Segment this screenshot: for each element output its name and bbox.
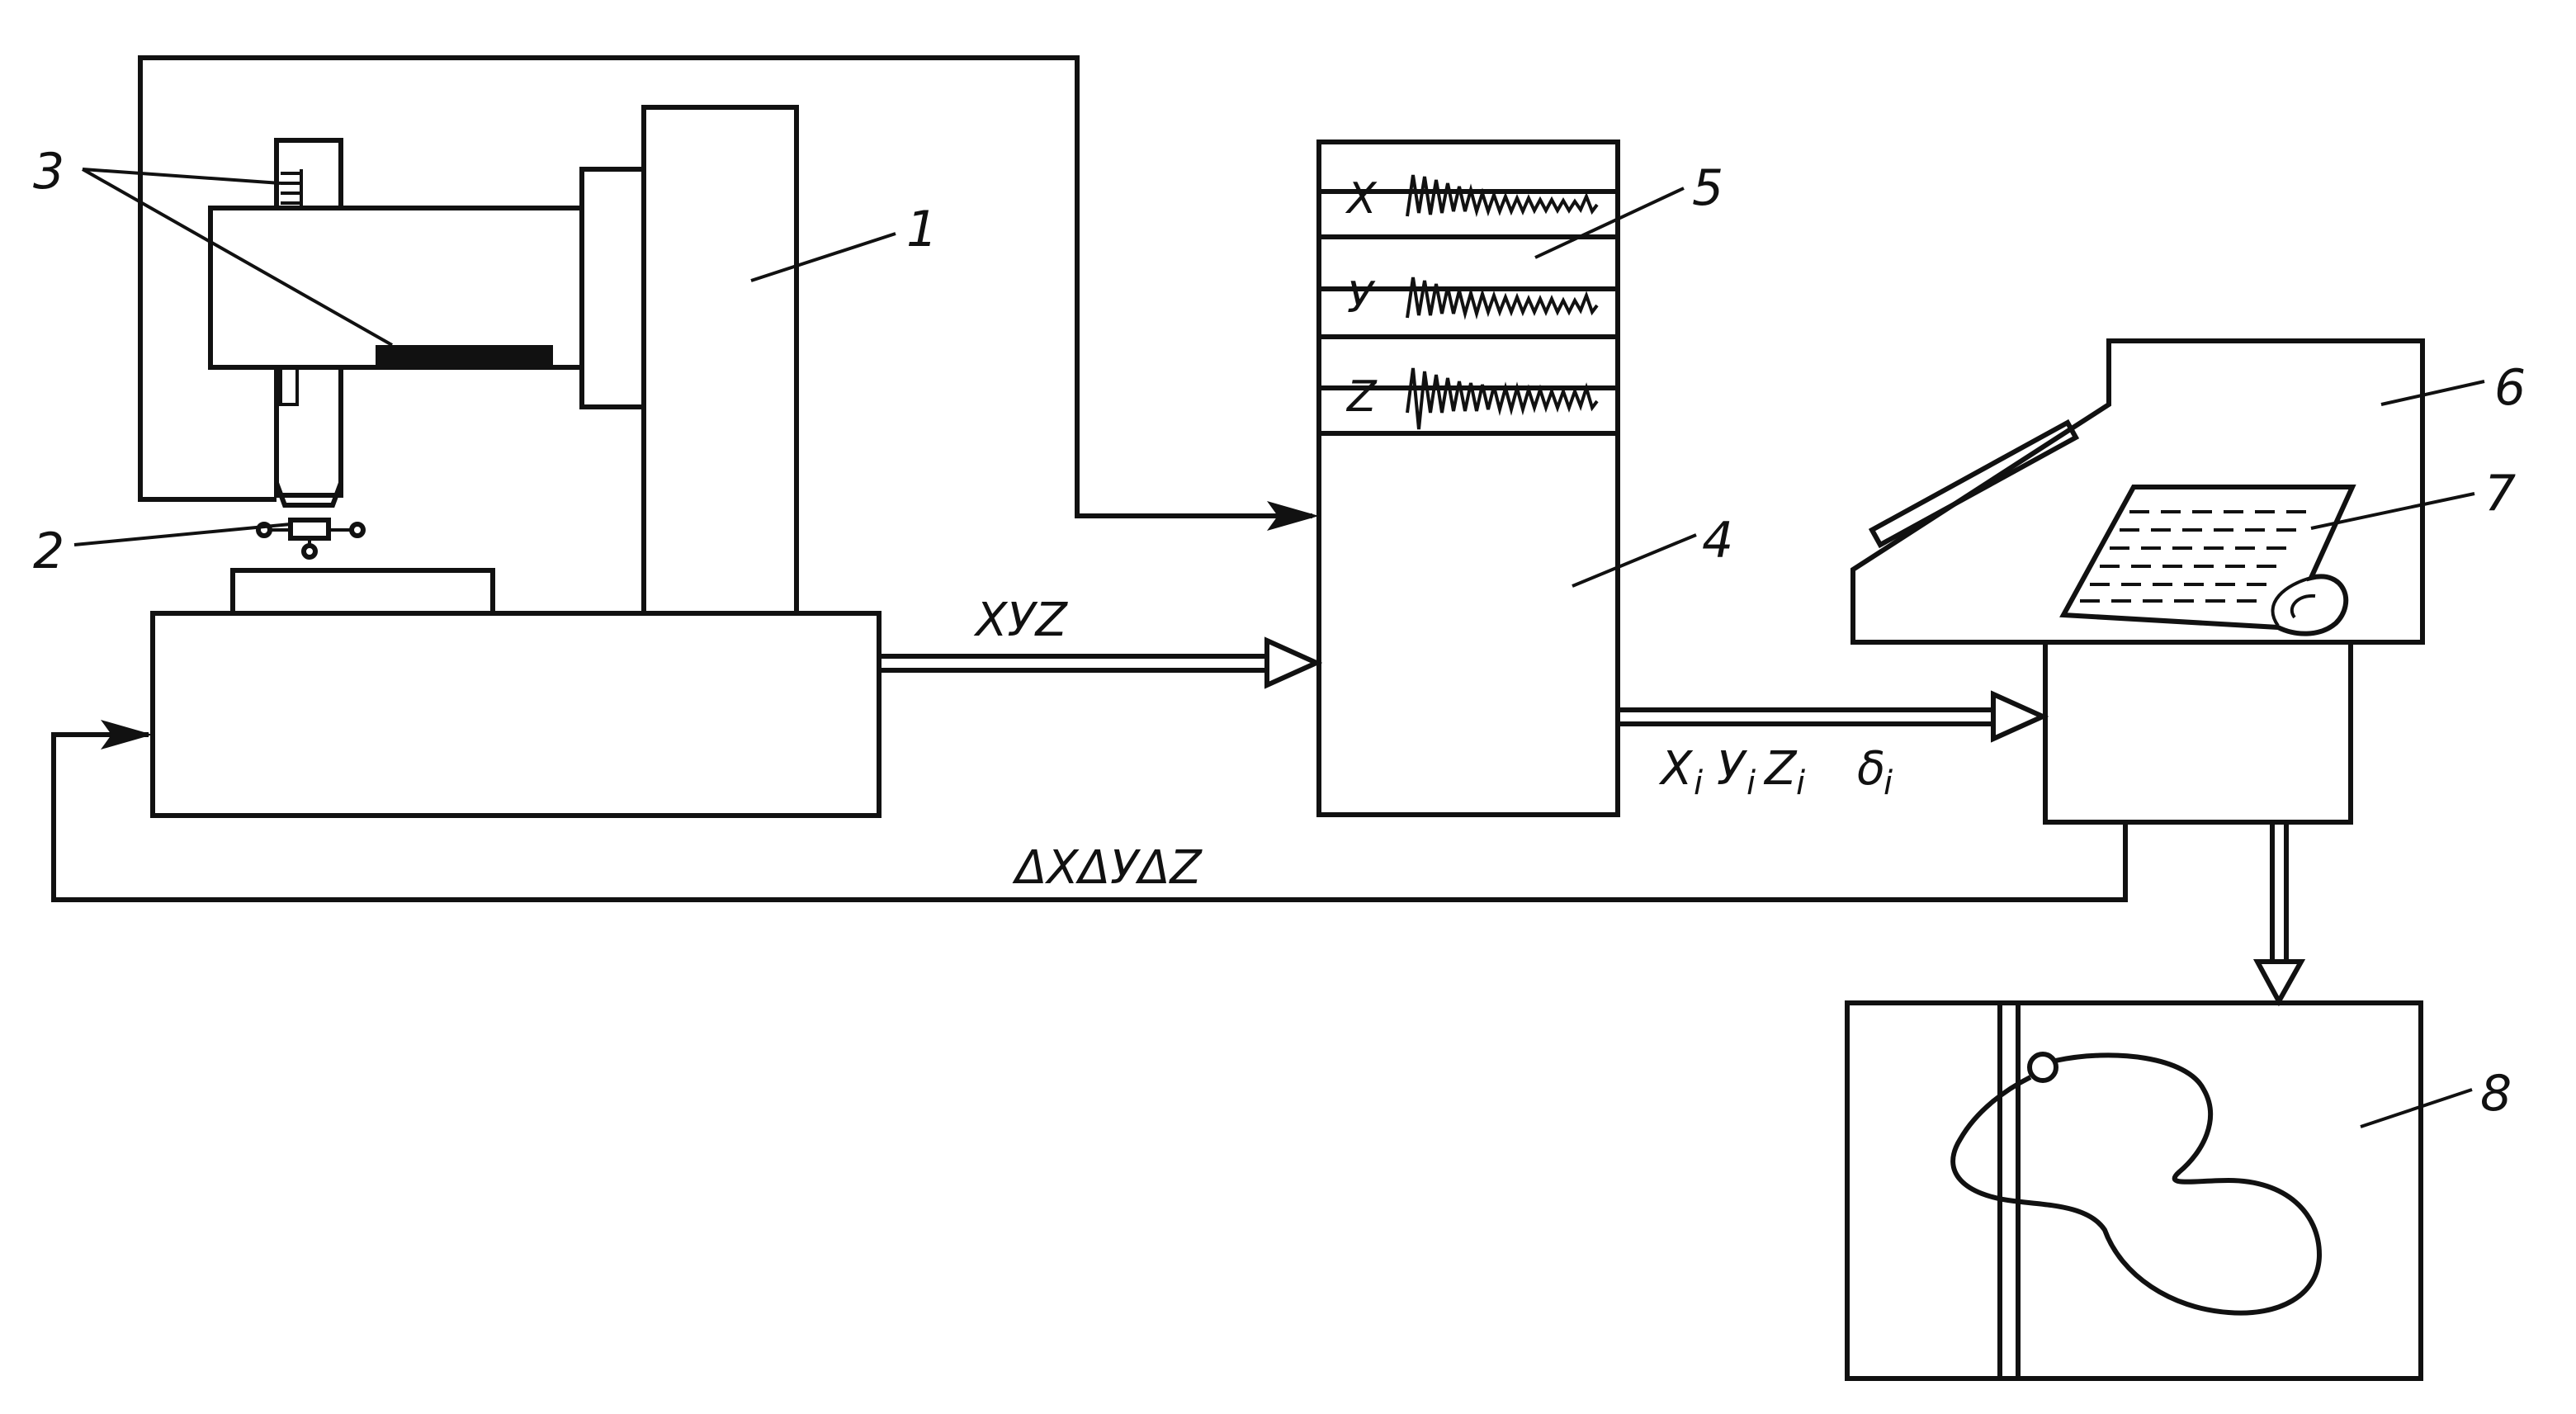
recorder-channel-y: У	[1347, 273, 1376, 323]
trace-x	[1406, 174, 1599, 218]
plotter-frame	[1845, 1000, 2423, 1381]
workpiece	[230, 568, 495, 616]
computer-unit: X У Z	[1316, 140, 1620, 817]
feedback-line	[51, 732, 2128, 902]
callout-2: 2	[33, 523, 64, 580]
signal-output-x: X	[1658, 742, 1694, 796]
signal-xyz-label: XУZ	[973, 594, 1068, 647]
terminal-housing	[1850, 338, 2425, 645]
callout-5: 5	[1692, 159, 1723, 217]
trace-y	[1406, 277, 1599, 320]
printout	[2059, 485, 2356, 636]
signal-output-label: X i У i Z i δ i	[1658, 742, 1893, 802]
probe-head	[274, 481, 343, 508]
callout-3: 3	[33, 143, 64, 201]
signal-output-delta-sub: i	[1884, 764, 1893, 802]
callout-7: 7	[2484, 465, 2516, 523]
horizontal-arm	[208, 206, 584, 370]
signal-output-y: У	[1717, 742, 1748, 796]
measuring-machine	[150, 105, 882, 818]
column-carriage	[579, 167, 646, 409]
machine-base	[150, 611, 882, 818]
terminal-keyboard	[1868, 419, 2080, 549]
probe-stylus	[288, 518, 331, 541]
callout-8: 8	[2480, 1065, 2512, 1123]
trace-z	[1406, 367, 1599, 430]
terminal-lower-box	[2043, 640, 2353, 825]
plotter	[1845, 1000, 2423, 1381]
signal-output-delta: δ	[1857, 742, 1885, 796]
lower-scale	[376, 345, 553, 365]
recorder-channel-x: X	[1345, 174, 1378, 224]
upper-scale	[281, 169, 303, 208]
probe-signal-line	[138, 55, 1312, 518]
machine-column	[641, 105, 799, 616]
callout-6: 6	[2494, 359, 2526, 417]
callout-1: 1	[906, 201, 938, 258]
spindle-lower	[274, 365, 343, 498]
plotted-contour	[1950, 1052, 2323, 1316]
spindle-upper	[274, 138, 343, 210]
computer-cabinet	[1316, 140, 1620, 817]
recorder-channel-z: Z	[1345, 372, 1378, 422]
connections	[51, 55, 2306, 1007]
signal-output-y-sub: i	[1746, 764, 1756, 802]
signal-output-z: Z	[1763, 742, 1798, 796]
feedback-label: ΔXΔУΔZ	[1012, 841, 1203, 895]
signal-output-z-sub: i	[1796, 764, 1805, 802]
terminal-station	[1850, 338, 2425, 825]
signal-output-x-sub: i	[1694, 764, 1703, 802]
plotter-pen	[2027, 1052, 2058, 1083]
callout-4: 4	[1702, 512, 1733, 570]
